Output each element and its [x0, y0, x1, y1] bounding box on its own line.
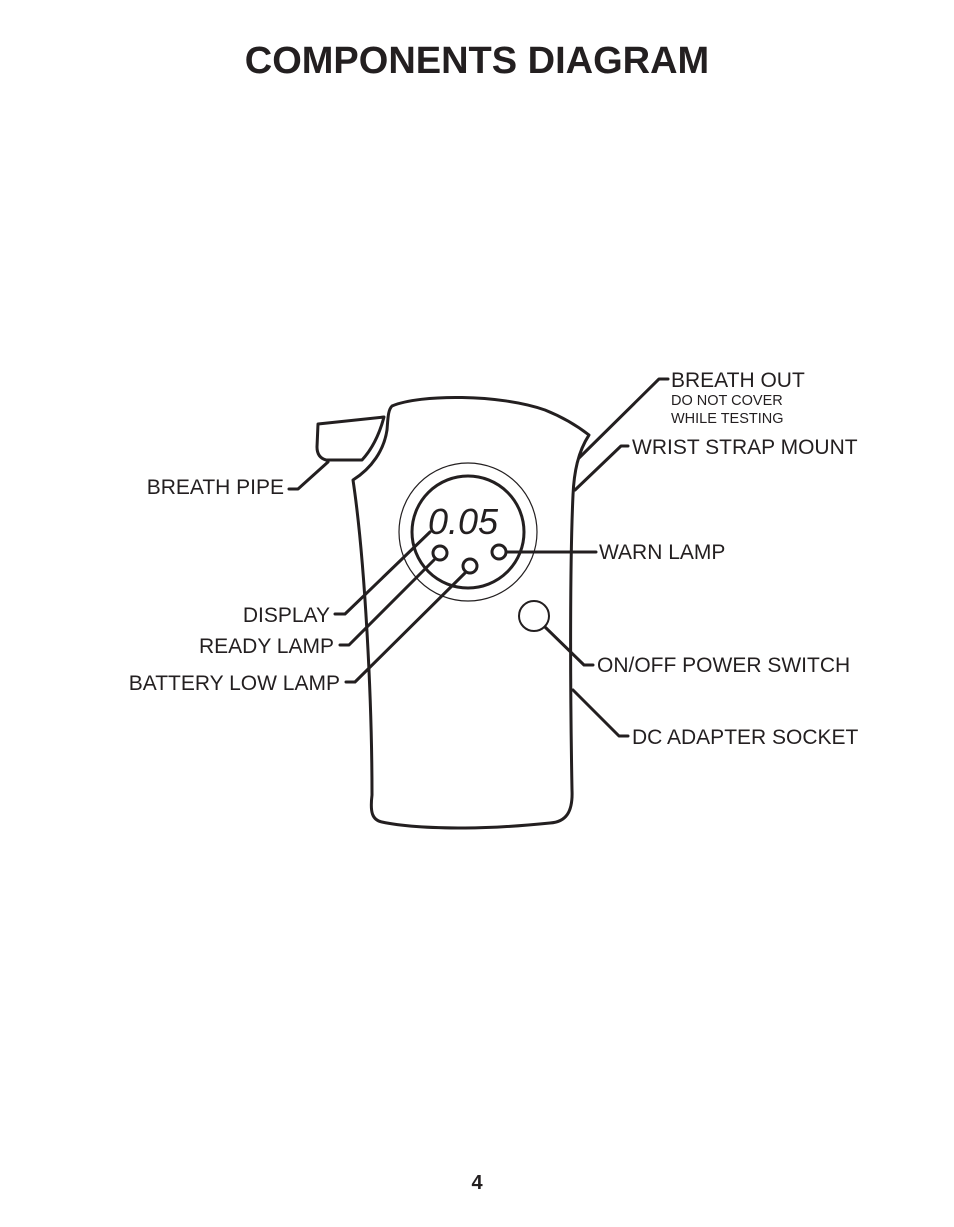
leader-lines [287, 377, 670, 738]
dc-socket-leader [571, 688, 630, 738]
battery-low-lamp [461, 557, 479, 575]
label-display: DISPLAY [243, 604, 330, 627]
ready-lamp [431, 544, 449, 562]
device-body [351, 395, 591, 830]
label-warn-lamp: WARN LAMP [599, 541, 725, 564]
page-number: 4 [471, 1172, 483, 1194]
power-switch-leader [543, 625, 595, 667]
label-breath-out-note-2: WHILE TESTING [671, 411, 784, 427]
breath-pipe-leader [287, 460, 330, 491]
label-ready-lamp: READY LAMP [199, 635, 334, 658]
label-breath-pipe: BREATH PIPE [147, 476, 284, 499]
display-bezel-inner [410, 474, 526, 590]
label-wrist-strap-mount: WRIST STRAP MOUNT [632, 436, 858, 459]
breath-pipe-shape [315, 415, 386, 462]
display-leader [333, 530, 432, 616]
label-battery-low-lamp: BATTERY LOW LAMP [129, 672, 340, 695]
power-switch-button [518, 600, 550, 632]
battery-low-leader [344, 571, 467, 684]
display-reading: 0.05 [428, 501, 499, 542]
label-power-switch: ON/OFF POWER SWITCH [597, 654, 850, 677]
label-dc-adapter-socket: DC ADAPTER SOCKET [632, 726, 859, 749]
page-title: COMPONENTS DIAGRAM [244, 40, 710, 82]
warn-lamp [490, 543, 508, 561]
ready-lamp-leader [338, 558, 436, 647]
display-bezel-outer [398, 462, 538, 602]
breath-out-leader [577, 377, 670, 460]
label-breath-out-note-1: DO NOT COVER [671, 393, 783, 409]
label-breath-out: BREATH OUT [671, 369, 805, 392]
wrist-strap-leader [573, 444, 630, 492]
